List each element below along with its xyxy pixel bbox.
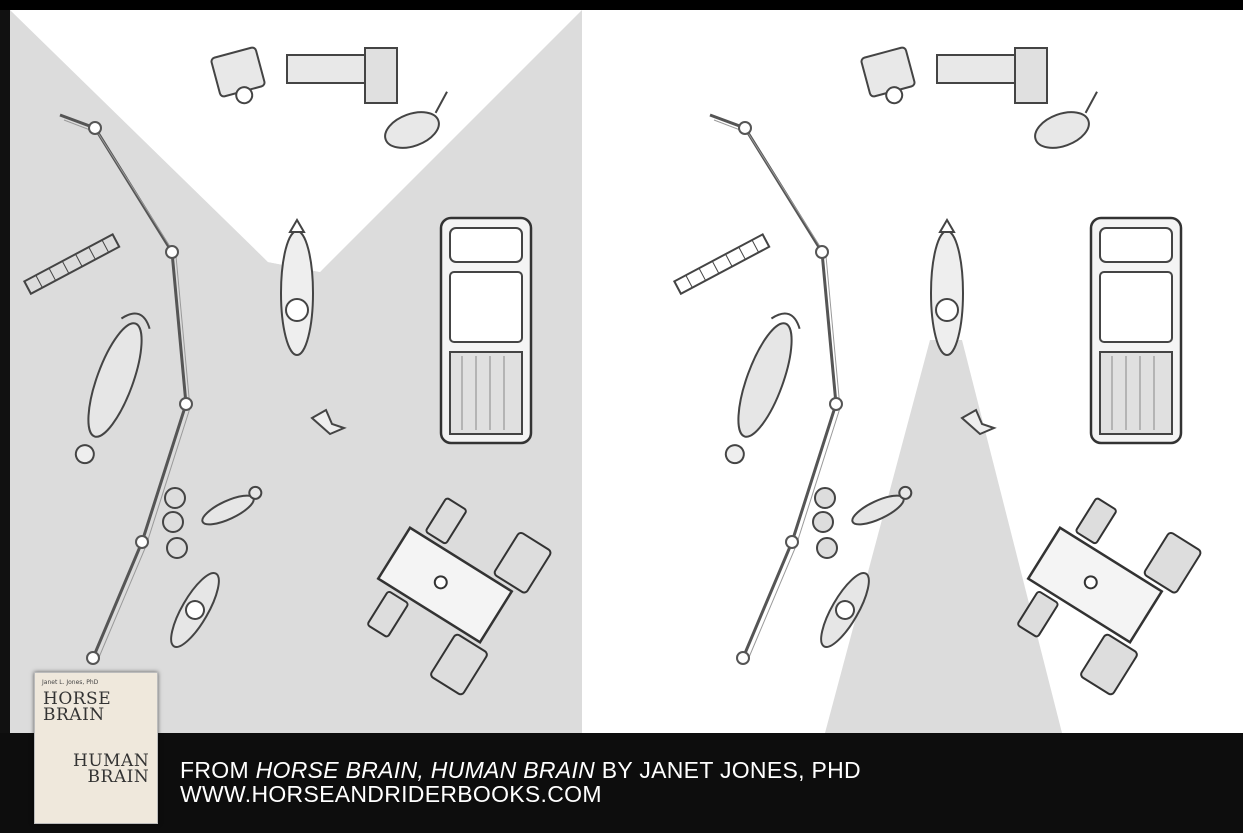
human-field-panel bbox=[588, 10, 1243, 733]
book-title-line4: BRAIN bbox=[73, 769, 149, 785]
comparison-panels bbox=[0, 10, 1243, 733]
book-title-line2: BRAIN bbox=[43, 707, 111, 723]
horse-field-panel bbox=[10, 10, 582, 733]
book-title-top: HORSE BRAIN bbox=[43, 691, 111, 723]
panel-divider bbox=[582, 10, 588, 733]
credit-text: FROM HORSE BRAIN, HUMAN BRAIN BY JANET J… bbox=[180, 758, 861, 806]
top-border bbox=[0, 0, 1243, 10]
credit-line1: FROM HORSE BRAIN, HUMAN BRAIN BY JANET J… bbox=[180, 758, 861, 782]
book-cover-image: Janet L. Jones, PhD HORSE BRAIN HUMAN BR… bbox=[34, 672, 158, 824]
credit-prefix: FROM bbox=[180, 757, 256, 783]
credit-author: BY JANET JONES, PHD bbox=[595, 757, 861, 783]
credit-book-title: HORSE BRAIN, HUMAN BRAIN bbox=[256, 757, 595, 783]
credit-url: WWW.HORSEANDRIDERBOOKS.COM bbox=[180, 782, 861, 806]
book-author: Janet L. Jones, PhD bbox=[42, 679, 98, 686]
book-title-bottom: HUMAN BRAIN bbox=[73, 753, 149, 785]
